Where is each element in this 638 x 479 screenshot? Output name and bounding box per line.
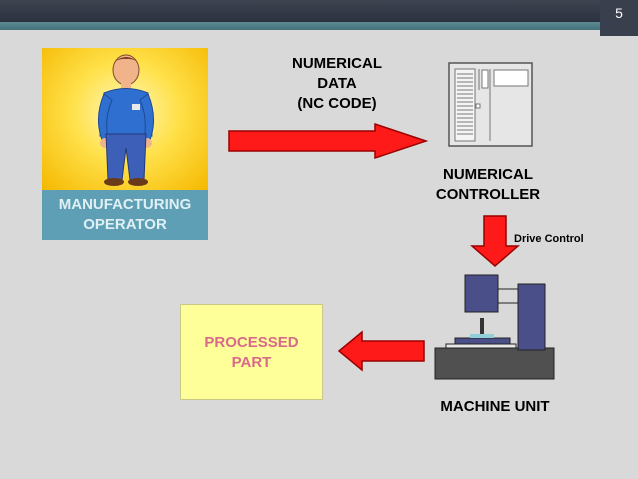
processed-part-label: PROCESSED PART <box>204 334 299 371</box>
arrow-right-icon <box>228 122 429 160</box>
top-stripe <box>0 22 638 30</box>
drive-control-label: Drive Control <box>514 233 584 245</box>
numerical-data-label: NUMERICAL DATA (NC CODE) <box>292 55 382 112</box>
arrow-down-icon <box>469 215 521 267</box>
numerical-controller-label: NUMERICAL CONTROLLER <box>435 166 541 203</box>
machine-unit-label: MACHINE UNIT <box>440 398 550 415</box>
operator-label: MANUFACTURING OPERATOR <box>42 190 208 240</box>
top-bar <box>0 0 638 22</box>
operator-panel <box>42 48 208 190</box>
operator-label-text: MANUFACTURING OPERATOR <box>58 196 192 233</box>
slide-number: 5 <box>600 0 638 36</box>
operator-figure-icon <box>98 54 154 186</box>
processed-part-box <box>180 304 323 400</box>
controller-cabinet-icon <box>448 62 533 147</box>
machine-unit-icon <box>434 274 555 380</box>
arrow-left-icon <box>337 330 425 372</box>
